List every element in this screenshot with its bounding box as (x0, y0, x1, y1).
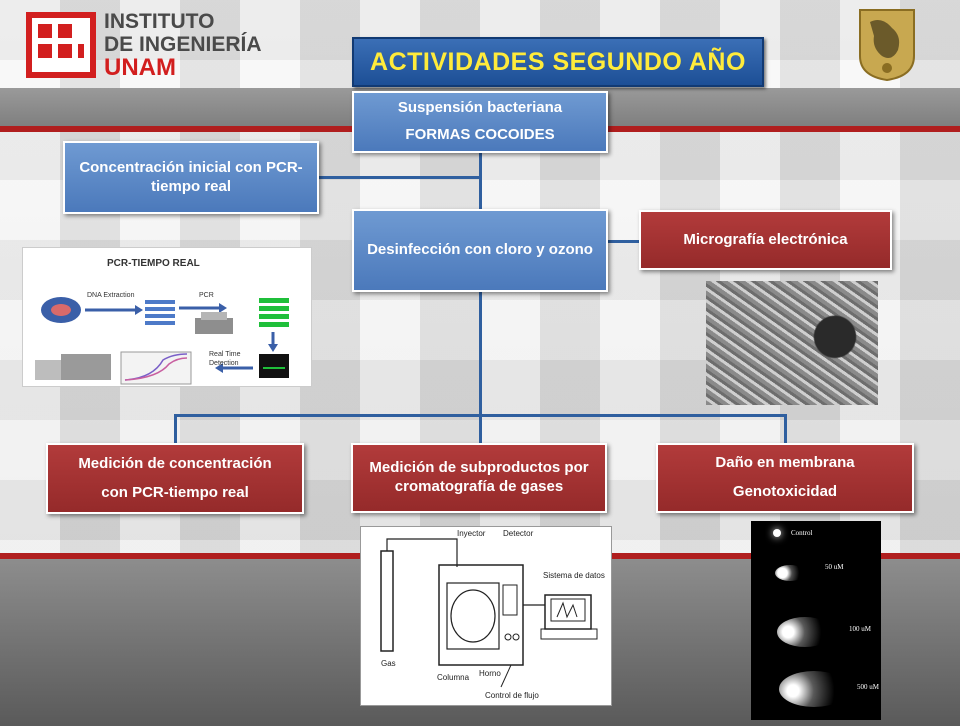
subproductos-text: Medición de subproductos por cromatograf… (369, 459, 589, 495)
desinfeccion-text: Desinfección con cloro y ozono (367, 241, 593, 259)
pcr-figure-title: PCR-TIEMPO REAL (107, 258, 200, 269)
gc-label-gas: Gas (381, 659, 396, 668)
dano-line1: Daño en membrana (715, 454, 855, 472)
page-title: ACTIVIDADES SEGUNDO AÑO (352, 37, 764, 87)
pcr-label-dna-extraction: DNA Extraction (87, 292, 135, 299)
institute-name-line1: INSTITUTO (104, 10, 215, 33)
comet-label-50: 50 uM (825, 563, 844, 571)
box-medicion-pcr: Medición de concentración con PCR-tiempo… (46, 443, 304, 514)
institute-logo (26, 12, 96, 78)
pcr-diagram-drawing (35, 297, 289, 385)
box-dano-membrana: Daño en membrana Genotoxicidad (656, 443, 914, 513)
connector-left-drop (174, 414, 177, 444)
pcr-label-real-time: Real Time (209, 351, 241, 358)
box-micrografia: Micrografía electrónica (639, 210, 892, 270)
gc-label-horno: Horno (479, 669, 501, 678)
connector-right-drop (784, 414, 787, 444)
gc-label-control-flujo: Control de flujo (485, 691, 539, 700)
institute-name-line3: UNAM (104, 54, 176, 81)
comet-assay-image: Control 50 uM 100 uM 500 uM (751, 521, 881, 720)
box-suspension-bacteriana: Suspensión bacteriana FORMAS COCOIDES (352, 91, 608, 153)
institute-name-line2: DE INGENIERÍA (104, 33, 262, 56)
connector-center-drop (479, 414, 482, 444)
box-subproductos: Medición de subproductos por cromatograf… (351, 443, 607, 513)
suspension-line2: FORMAS COCOIDES (405, 126, 555, 143)
medicion-pcr-line2: con PCR-tiempo real (101, 483, 249, 501)
comet-label-500: 500 uM (857, 683, 879, 691)
gc-label-sistema: Sistema de datos (543, 571, 605, 580)
medicion-pcr-line1: Medición de concentración (78, 454, 272, 472)
unam-seal-icon (859, 9, 915, 82)
comet-label-100: 100 uM (849, 625, 871, 633)
pcr-label-detection: Detection (209, 360, 239, 367)
gas-chromatography-figure: Inyector Detector Sistema de datos Gas C… (360, 526, 612, 706)
suspension-line1: Suspensión bacteriana (397, 99, 563, 117)
concentracion-text: Concentración inicial con PCR-tiempo rea… (79, 158, 303, 195)
gc-label-detector: Detector (503, 529, 534, 538)
gc-label-inyector: Inyector (457, 529, 486, 538)
gc-label-columna: Columna (437, 673, 470, 682)
micrografia-text: Micrografía electrónica (683, 230, 848, 248)
gc-diagram-drawing (380, 538, 598, 688)
comet-label-control: Control (791, 529, 813, 537)
dano-line2: Genotoxicidad (732, 483, 838, 500)
pcr-label-pcr: PCR (199, 292, 214, 299)
connector-concentracion (318, 176, 480, 179)
electron-micrograph-image (706, 281, 878, 405)
box-concentracion-inicial: Concentración inicial con PCR-tiempo rea… (63, 141, 319, 214)
box-desinfeccion: Desinfección con cloro y ozono (352, 209, 608, 292)
connector-micrografia (606, 240, 640, 243)
pcr-real-time-figure: PCR-TIEMPO REAL DNA Extraction PCR Real … (22, 247, 312, 387)
